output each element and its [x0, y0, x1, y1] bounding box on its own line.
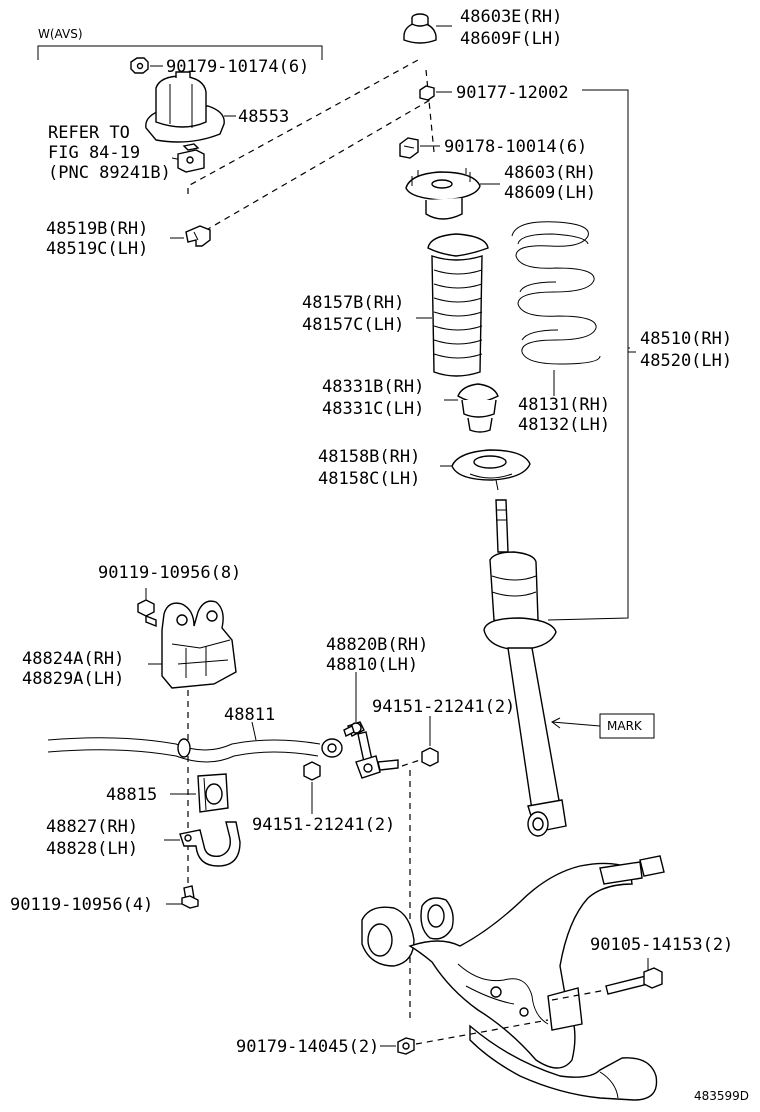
label-boot-lh: 48157C(LH): [302, 315, 404, 335]
label-insulator-lh: 48158C(LH): [318, 469, 420, 489]
variant-bracket-line: [37, 45, 323, 60]
label-bracket-48827-lh: 48828(LH): [46, 839, 138, 859]
label-bushing-48815: 48815: [106, 785, 157, 805]
stabilizer-link-part: [343, 721, 399, 779]
label-actuator-48553: 48553: [238, 107, 289, 127]
bound-bumper-part: [457, 383, 499, 433]
label-nut-94151-top: 94151-21241(2): [372, 697, 515, 717]
nut-90178-part: [399, 137, 419, 159]
diagram-id: 483599D: [694, 1089, 749, 1103]
label-bracket-48824-lh: 48829A(LH): [22, 669, 124, 689]
label-upper-mount-cap-lh: 48609F(LH): [460, 29, 562, 49]
label-bracket-48827-rh: 48827(RH): [46, 817, 138, 837]
bolt-90119-bottom-part: [181, 885, 199, 909]
actuator-48553-part: [145, 71, 225, 143]
label-bolt-90119-top: 90119-10956(8): [98, 563, 241, 583]
bushing-part: [197, 773, 229, 813]
lower-arm-part: [361, 855, 665, 1101]
connector-part: [177, 143, 205, 173]
insulator-part: [451, 449, 531, 491]
label-nut-90179-10174: 90179-10174(6): [166, 57, 309, 77]
bolt-90119-top-part: [137, 599, 157, 628]
label-strut-rh: 48510(RH): [640, 329, 732, 349]
upper-mount-part: [405, 168, 481, 220]
mark-box: [599, 713, 655, 739]
label-boot-rh: 48157B(RH): [302, 293, 404, 313]
bolt-90105-part: [605, 967, 663, 995]
upper-mount-cap-part: [403, 13, 437, 44]
variant-label: W(AVS): [38, 27, 83, 41]
label-nut-94151-bottom: 94151-21241(2): [252, 815, 395, 835]
label-nut-90178: 90178-10014(6): [444, 137, 587, 157]
bracket-48824-part: [161, 600, 237, 689]
strut-leader-bottom: [547, 348, 629, 621]
label-spring-lh: 48132(LH): [518, 415, 610, 435]
refer-note-line-1: REFER TO: [48, 123, 130, 143]
label-upper-mount-lh: 48609(LH): [504, 183, 596, 203]
label-strut-lh: 48520(LH): [640, 351, 732, 371]
label-insulator-rh: 48158B(RH): [318, 447, 420, 467]
label-bumper-lh: 48331C(LH): [322, 399, 424, 419]
coil-spring-part: [511, 221, 601, 365]
nut-94151-bottom-part: [303, 761, 321, 781]
refer-note-line-2: FIG 84-19: [48, 143, 140, 163]
label-bar-48811: 48811: [224, 705, 275, 725]
label-upper-mount-rh: 48603(RH): [504, 163, 596, 183]
dust-boot-part: [427, 233, 489, 377]
label-bracket-48519-lh: 48519C(LH): [46, 239, 148, 259]
label-upper-mount-cap-rh: 48603E(RH): [460, 7, 562, 27]
stabilizer-bar-part: [47, 737, 343, 763]
label-bolt-90119-bottom: 90119-10956(4): [10, 895, 153, 915]
refer-note-line-3: (PNC 89241B): [48, 163, 171, 183]
label-link-rh: 48820B(RH): [326, 635, 428, 655]
label-link-lh: 48810(LH): [326, 655, 418, 675]
label-spring-rh: 48131(RH): [518, 395, 610, 415]
label-bracket-48519-rh: 48519B(RH): [46, 219, 148, 239]
label-nut-90177: 90177-12002: [456, 83, 569, 103]
nut-90179-14045-part: [397, 1037, 415, 1055]
nut-94151-top-part: [421, 747, 439, 767]
bracket-48827-part: [179, 821, 241, 867]
label-bolt-90105: 90105-14153(2): [590, 935, 733, 955]
label-bracket-48824-rh: 48824A(RH): [22, 649, 124, 669]
label-nut-90179-14045: 90179-14045(2): [236, 1037, 379, 1057]
mark-label: MARK: [607, 719, 643, 733]
nut-90177-part: [419, 85, 435, 101]
shock-absorber-part: [483, 499, 567, 837]
nut-90179-10174-part: [130, 57, 149, 74]
guide-line-1: [187, 59, 419, 194]
guide-line-3: [425, 69, 435, 153]
strut-leader-top: [582, 89, 630, 349]
bracket-48519-part: [185, 225, 211, 247]
guide-line-2: [195, 99, 431, 237]
label-bumper-rh: 48331B(RH): [322, 377, 424, 397]
